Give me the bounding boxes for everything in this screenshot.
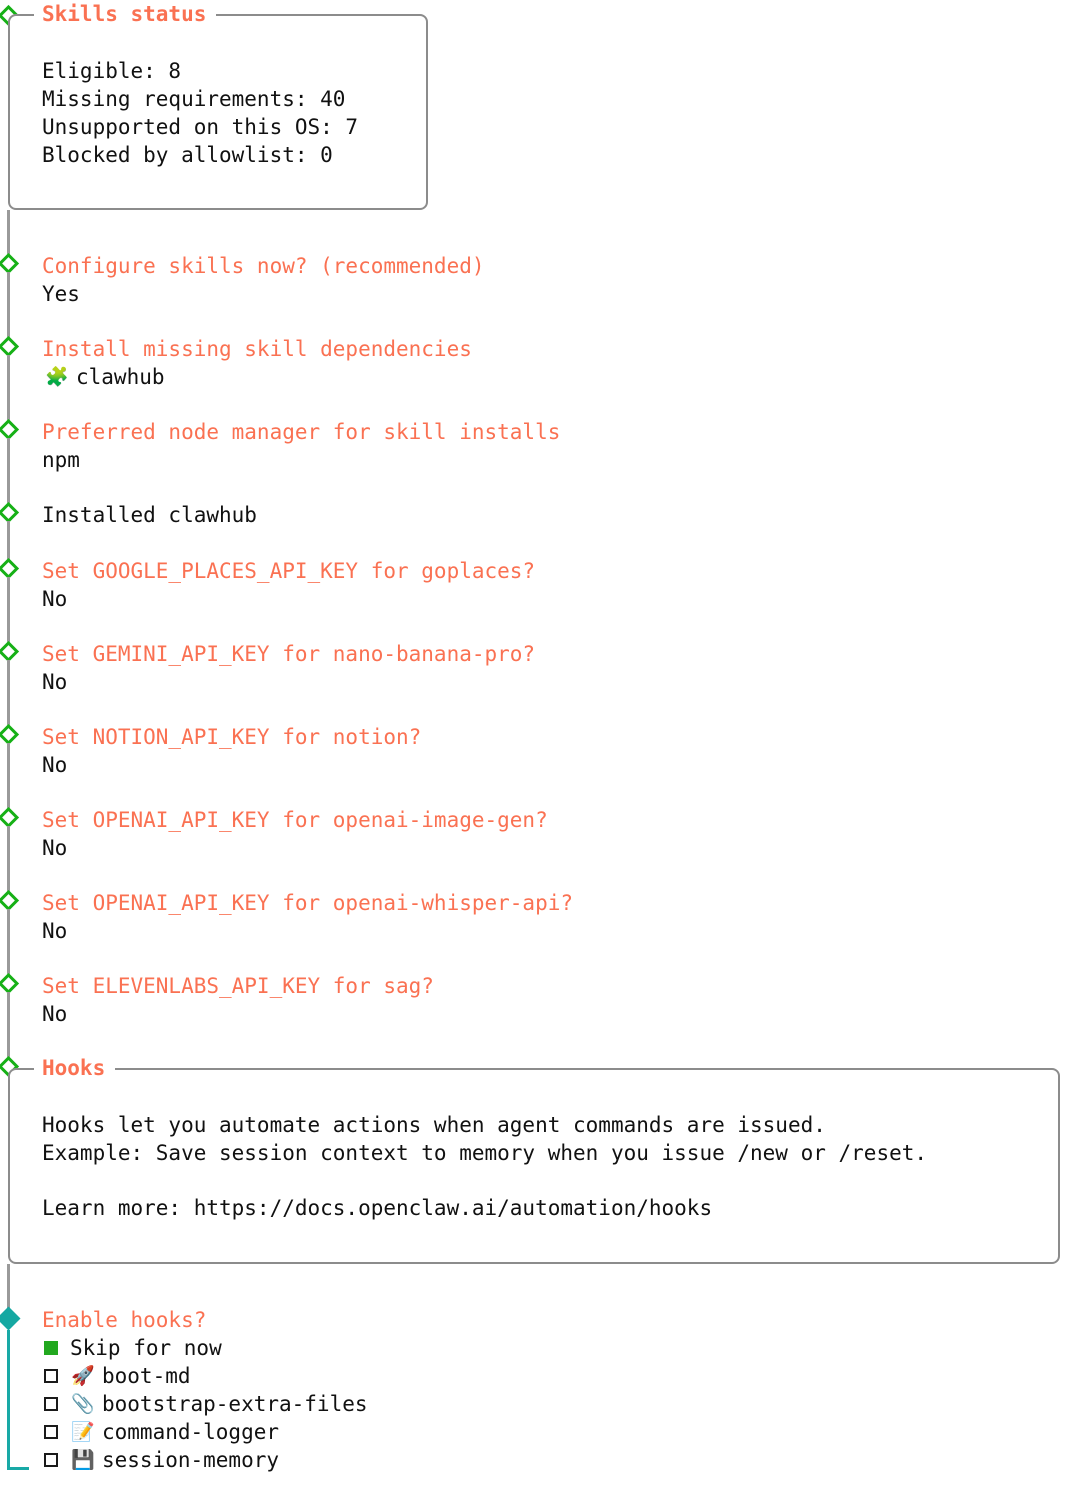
skills-status-panel	[8, 14, 428, 210]
rail-segment-3	[7, 355, 10, 423]
paperclip-icon: 📎	[71, 1393, 95, 1415]
rail-segment-4	[7, 438, 10, 506]
prompt-question-openai-image-gen-key: Set OPENAI_API_KEY for openai-image-gen?	[42, 808, 548, 832]
checkbox-selected-icon[interactable]	[44, 1341, 58, 1355]
option-bootstrap-extra-files[interactable]: 📎 bootstrap-extra-files	[44, 1390, 368, 1418]
hooks-panel	[8, 1068, 1060, 1264]
bullet-prompt-elevenlabs-key	[0, 972, 20, 995]
option-boot-md[interactable]: 🚀 boot-md	[44, 1362, 191, 1390]
rail-segment-10	[7, 909, 10, 977]
rail-segment-6	[7, 577, 10, 645]
rail-segment-1	[7, 210, 10, 260]
prompt-answer-openai-whisper-key[interactable]: No	[42, 919, 68, 943]
bullet-status-installed-clawhub	[0, 501, 20, 524]
option-label-bootstrap-extra-files: bootstrap-extra-files	[102, 1392, 368, 1416]
prompt-answer-install-deps-label: clawhub	[76, 365, 165, 389]
puzzle-piece-icon: 🧩	[45, 366, 69, 388]
bullet-prompt-configure-skills	[0, 252, 20, 275]
bullet-prompt-install-deps	[0, 335, 20, 358]
option-command-logger[interactable]: 📝 command-logger	[44, 1418, 279, 1446]
prompt-question-elevenlabs-key: Set ELEVENLABS_API_KEY for sag?	[42, 974, 434, 998]
rail-segment-teal	[7, 1330, 10, 1470]
rail-bottom-hook	[7, 1467, 29, 1470]
skills-status-body: Eligible: 8 Missing requirements: 40 Uns…	[42, 59, 359, 167]
prompt-answer-node-manager[interactable]: npm	[42, 448, 80, 472]
prompt-answer-notion-key[interactable]: No	[42, 753, 68, 777]
prompt-answer-configure-skills[interactable]: Yes	[42, 282, 80, 306]
hooks-panel-line-1: Hooks let you automate actions when agen…	[42, 1113, 826, 1137]
rail-segment-12	[7, 1264, 10, 1310]
bullet-prompt-enable-hooks	[0, 1306, 21, 1331]
prompt-question-openai-whisper-key: Set OPENAI_API_KEY for openai-whisper-ap…	[42, 891, 574, 915]
bullet-prompt-openai-whisper-key	[0, 889, 20, 912]
prompt-answer-elevenlabs-key[interactable]: No	[42, 1002, 68, 1026]
checkbox-unselected-icon[interactable]	[44, 1425, 58, 1439]
memo-pencil-icon: 📝	[71, 1421, 95, 1443]
prompt-answer-openai-image-gen-key[interactable]: No	[42, 836, 68, 860]
option-label-skip-for-now: Skip for now	[70, 1336, 222, 1360]
prompt-question-gemini-key: Set GEMINI_API_KEY for nano-banana-pro?	[42, 642, 536, 666]
prompt-question-configure-skills: Configure skills now? (recommended)	[42, 254, 485, 278]
hooks-panel-title: Hooks	[34, 1058, 116, 1079]
bullet-prompt-node-manager	[0, 418, 20, 441]
bullet-prompt-openai-image-gen-key	[0, 806, 20, 829]
floppy-disk-icon: 💾	[71, 1449, 95, 1471]
prompt-question-install-deps: Install missing skill dependencies	[42, 337, 472, 361]
rail-segment-11	[7, 992, 10, 1060]
option-skip-for-now[interactable]: Skip for now	[44, 1334, 222, 1362]
option-session-memory[interactable]: 💾 session-memory	[44, 1446, 279, 1474]
rail-segment-9	[7, 826, 10, 894]
bullet-prompt-gemini-key	[0, 640, 20, 663]
skills-status-title: Skills status	[34, 4, 217, 25]
rail-segment-5	[7, 521, 10, 561]
prompt-answer-google-places-key[interactable]: No	[42, 587, 68, 611]
rocket-icon: 🚀	[71, 1365, 95, 1387]
prompt-answer-install-deps[interactable]: 🧩 clawhub	[44, 363, 165, 391]
rail-segment-2	[7, 272, 10, 340]
prompt-question-node-manager: Preferred node manager for skill install…	[42, 420, 561, 444]
status-installed-clawhub: Installed clawhub	[42, 503, 257, 527]
prompt-answer-gemini-key[interactable]: No	[42, 670, 68, 694]
option-label-session-memory: session-memory	[102, 1448, 280, 1472]
option-label-boot-md: boot-md	[102, 1364, 191, 1388]
checkbox-unselected-icon[interactable]	[44, 1369, 58, 1383]
rail-segment-8	[7, 743, 10, 811]
hooks-panel-line-2: Example: Save session context to memory …	[42, 1141, 928, 1165]
checkbox-unselected-icon[interactable]	[44, 1397, 58, 1411]
prompt-question-google-places-key: Set GOOGLE_PLACES_API_KEY for goplaces?	[42, 559, 536, 583]
prompt-question-enable-hooks: Enable hooks?	[42, 1308, 207, 1332]
prompt-question-notion-key: Set NOTION_API_KEY for notion?	[42, 725, 422, 749]
bullet-prompt-google-places-key	[0, 557, 20, 580]
checkbox-unselected-icon[interactable]	[44, 1453, 58, 1467]
bullet-prompt-notion-key	[0, 723, 20, 746]
rail-segment-7	[7, 660, 10, 728]
option-label-command-logger: command-logger	[102, 1420, 280, 1444]
hooks-panel-line-3: Learn more: https://docs.openclaw.ai/aut…	[42, 1196, 713, 1220]
